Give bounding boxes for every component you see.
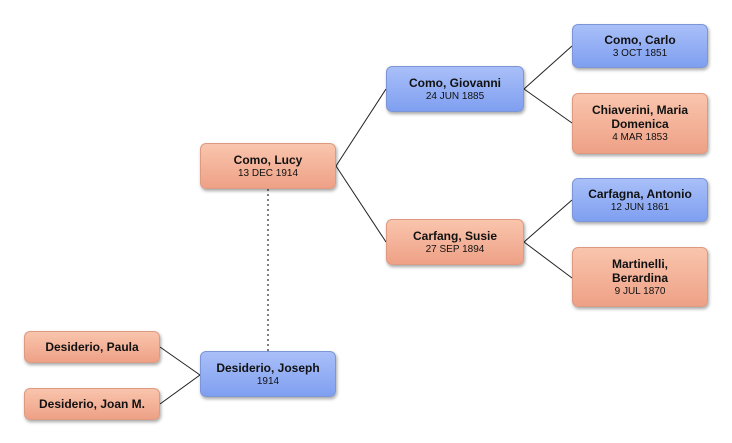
connector-lucy-giovanni (335, 88, 387, 167)
person-card-giovanni-como[interactable]: Como, Giovanni 24 JUN 1885 (386, 66, 524, 112)
person-name: Martinelli, Berardina (611, 256, 669, 285)
person-name: Desiderio, Paula (45, 340, 139, 354)
connector-joseph-joan (159, 374, 201, 405)
person-card-lucy-como[interactable]: Como, Lucy 13 DEC 1914 (200, 143, 336, 189)
person-card-paula-desiderio[interactable]: Desiderio, Paula (24, 331, 160, 363)
person-date: 3 OCT 1851 (612, 47, 668, 59)
person-card-berardina-martinelli[interactable]: Martinelli, Berardina 9 JUL 1870 (572, 247, 708, 307)
person-card-antonio-carfagna[interactable]: Carfagna, Antonio 12 JUN 1861 (572, 178, 708, 222)
connector-susie-antonio (523, 199, 573, 243)
person-date: 12 JUN 1861 (610, 201, 670, 213)
person-date: 27 SEP 1894 (425, 243, 485, 255)
person-date: 24 JUN 1885 (425, 90, 485, 102)
person-date: 4 MAR 1853 (612, 132, 668, 143)
person-date: 1914 (256, 375, 280, 387)
person-name: Como, Giovanni (408, 75, 501, 90)
person-card-susie-carfang[interactable]: Carfang, Susie 27 SEP 1894 (386, 219, 524, 265)
person-name: Como, Lucy (233, 152, 303, 167)
person-name: Desiderio, Joan M. (38, 397, 146, 411)
person-date: 13 DEC 1914 (237, 167, 299, 179)
person-date: 9 JUL 1870 (614, 285, 666, 297)
person-name: Carfang, Susie (412, 228, 498, 243)
connector-giovanni-maria (523, 88, 573, 124)
person-name: Como, Carlo (604, 32, 676, 47)
person-name: Carfagna, Antonio (588, 186, 692, 201)
connector-lucy-susie (335, 165, 387, 243)
person-card-carlo-como[interactable]: Como, Carlo 3 OCT 1851 (572, 24, 708, 68)
person-name: Chiaverini, Maria Domenica (591, 103, 689, 131)
person-card-joseph-desiderio[interactable]: Desiderio, Joseph 1914 (200, 351, 336, 397)
connector-susie-berardina (523, 241, 573, 279)
person-card-maria-chiaverini[interactable]: Chiaverini, Maria Domenica 4 MAR 1853 (572, 93, 708, 154)
person-card-joan-desiderio[interactable]: Desiderio, Joan M. (24, 388, 160, 420)
connector-giovanni-carlo (523, 45, 573, 90)
person-name: Desiderio, Joseph (216, 360, 320, 375)
connector-joseph-paula (159, 346, 201, 376)
